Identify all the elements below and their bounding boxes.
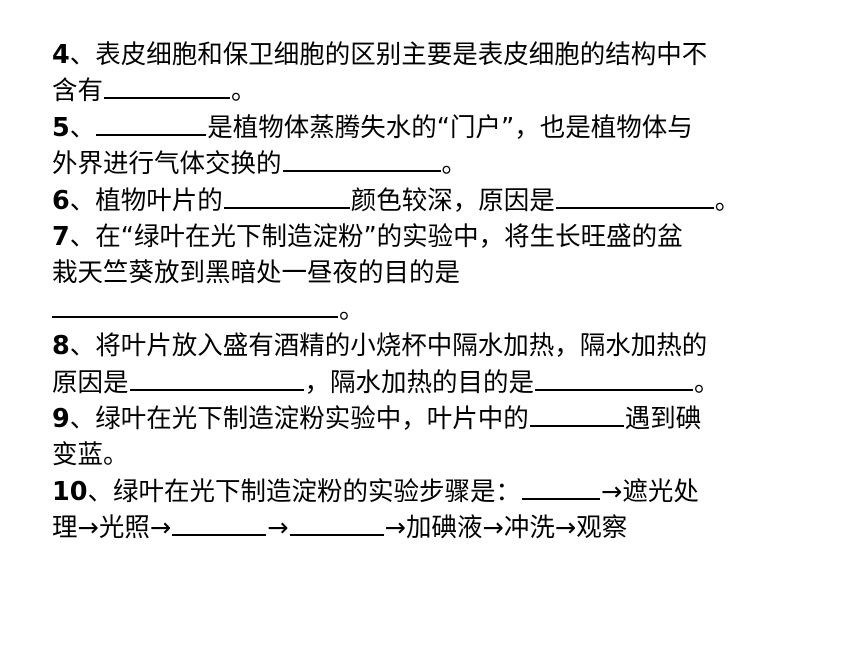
q10-blank-2[interactable] [172, 512, 267, 537]
q4-line-2: 含有 。 [52, 73, 792, 109]
q8-text-a: 原因是 [52, 367, 129, 398]
q10-blank-1[interactable] [522, 476, 601, 500]
q6-blank-1[interactable] [223, 185, 350, 209]
q7-line-1: 7、在“绿叶在光下制造淀粉”的实验中，将生长旺盛的盆 [52, 219, 792, 255]
q9-text-cont: 变蓝。 [52, 440, 129, 471]
question-list: 4、表皮细胞和保卫细胞的区别主要是表皮细胞的结构中不 含有。 5、是植物体蒸腾失… [52, 37, 792, 546]
q7-text: 、在“绿叶在光下制造淀粉”的实验中，将生长旺盛的盆 [69, 221, 683, 252]
q10-number: 10 [52, 476, 88, 507]
q5-text: 是植物体蒸腾失水的“门户”，也是植物体与 [207, 112, 693, 143]
q7-number: 7 [52, 221, 70, 252]
q9-text-b: 遇到碘 [624, 403, 702, 434]
q6-end: 。 [714, 185, 741, 216]
q6-text-a: 、植物叶片的 [69, 185, 223, 216]
q8-blank-1[interactable] [129, 367, 304, 391]
q5-blank-1[interactable] [96, 112, 207, 136]
q6-number: 6 [52, 185, 70, 216]
q6-blank-2[interactable] [555, 185, 714, 209]
q9-line-1: 9、绿叶在光下制造淀粉实验中，叶片中的 遇到碘 [52, 401, 792, 437]
q10-text-a: 、绿叶在光下制造淀粉的实验步骤是： [87, 476, 522, 507]
q10-line-2: 理→光照→ → →加碘液→冲洗→观察 [52, 510, 792, 546]
q5-end: 。 [441, 149, 468, 180]
q4-blank[interactable] [104, 75, 231, 100]
q8-text-b: ，隔水加热的目的是 [304, 367, 535, 398]
q9-blank[interactable] [529, 403, 624, 427]
q4-number: 4 [52, 40, 70, 70]
q9-number: 9 [52, 403, 70, 434]
q8-text: 、将叶片放入盛有酒精的小烧杯中隔水加热，隔水加热的 [69, 331, 708, 362]
q5-sep: 、 [69, 112, 96, 143]
q5-line-2: 外界进行气体交换的 。 [52, 146, 792, 182]
q4-text: 、表皮细胞和保卫细胞的区别主要是表皮细胞的结构中不 [69, 40, 708, 70]
q6-text-b: 颜色较深，原因是 [350, 185, 555, 216]
q10-line-1: 10、绿叶在光下制造淀粉的实验步骤是： →遮光处 [52, 474, 792, 510]
q8-line-2: 原因是 ，隔水加热的目的是 。 [52, 365, 792, 401]
q7-end: 。 [339, 294, 365, 325]
q4-end: 。 [231, 76, 257, 107]
q10-text-c: 理→光照→ [52, 513, 172, 544]
q10-text-d: →加碘液→冲洗→观察 [384, 513, 628, 544]
q5-text-cont: 外界进行气体交换的 [52, 149, 282, 180]
q4-line-1: 4、表皮细胞和保卫细胞的区别主要是表皮细胞的结构中不 [52, 37, 792, 73]
q8-end: 。 [694, 367, 720, 398]
q7-text-cont: 栽天竺葵放到黑暗处一昼夜的目的是 [52, 258, 461, 289]
q6-line-1: 6、植物叶片的 颜色较深，原因是 。 [52, 183, 792, 219]
q8-line-1: 8、将叶片放入盛有酒精的小烧杯中隔水加热，隔水加热的 [52, 328, 792, 364]
q8-number: 8 [52, 331, 70, 362]
q7-line-2: 栽天竺葵放到黑暗处一昼夜的目的是 [52, 255, 792, 291]
q10-blank-3[interactable] [289, 512, 384, 537]
q7-blank[interactable] [52, 294, 338, 318]
q10-arrow: → [267, 513, 289, 544]
q8-blank-2[interactable] [535, 367, 694, 391]
q5-number: 5 [52, 112, 70, 143]
q5-blank-2[interactable] [282, 148, 441, 173]
q10-text-b: →遮光处 [601, 476, 699, 507]
q5-line-1: 5、 是植物体蒸腾失水的“门户”，也是植物体与 [52, 110, 792, 146]
q9-line-2: 变蓝。 [52, 437, 792, 473]
q9-text-a: 、绿叶在光下制造淀粉实验中，叶片中的 [69, 403, 529, 434]
q4-text-cont: 含有 [52, 76, 104, 107]
q7-line-3: 。 [52, 292, 792, 328]
